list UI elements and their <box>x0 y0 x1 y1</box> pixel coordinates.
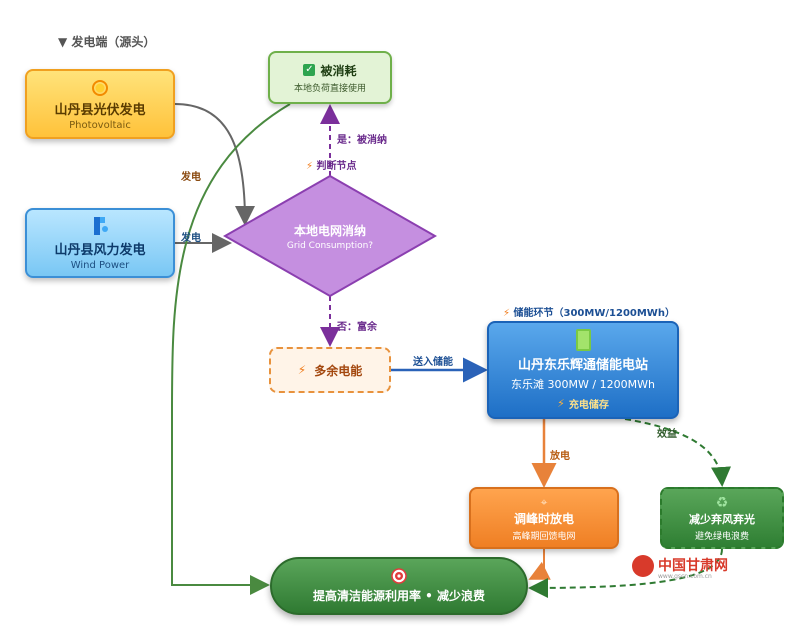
battery-icon <box>575 329 591 351</box>
judge-text: 判断节点 <box>316 161 357 172</box>
decision-node[interactable]: 本地电网消纳 Grid Consumption? <box>255 215 405 257</box>
pv-subtitle: Photovoltaic <box>69 120 131 131</box>
wind-title: 山丹县风力发电 <box>54 243 146 258</box>
discharge-node[interactable]: ⌖ 调峰时放电 高峰期回馈电网 <box>469 487 619 549</box>
discharge-title: 调峰时放电 <box>513 511 574 526</box>
lightning-icon: ⚡ <box>297 363 307 377</box>
storage-section-label: ⚡ 储能环节（300MW/1200MWh） <box>503 304 675 319</box>
decision-title: 本地电网消纳 <box>293 223 366 238</box>
storage-node[interactable]: 山丹东乐辉通储能电站 东乐滩 300MW / 1200MWh ⚡ 充电储存 <box>487 321 679 419</box>
decision-subtitle: Grid Consumption? <box>286 240 374 251</box>
watermark-url: www.gscn.com.cn <box>658 573 712 580</box>
recycle-icon: ♻ <box>715 494 729 511</box>
benefit-label: 效益 <box>657 429 677 440</box>
watermark-text: 中国甘肃网 <box>658 558 728 574</box>
edge-reduce-to-goal <box>528 548 723 598</box>
wind-node[interactable]: 山丹县风力发电 Wind Power <box>25 208 175 278</box>
pv-node[interactable]: 山丹县光伏发电 Photovoltaic <box>25 69 175 139</box>
reduce-node[interactable]: ♻ 减少弃风弃光 避免绿电浪费 <box>660 487 784 549</box>
watermark-logo-icon <box>632 555 654 577</box>
pv-gen-label: 发电 <box>181 172 201 183</box>
target-icon <box>391 568 407 584</box>
storage-subtitle: 东乐滩 300MW / 1200MWh <box>511 378 655 391</box>
storage-note: 充电储存 <box>568 400 609 411</box>
wind-turbine-icon <box>94 217 108 235</box>
no-label: 否：富余 <box>337 322 377 333</box>
wind-subtitle: Wind Power <box>70 260 130 271</box>
lightning-icon: ⚡ <box>503 308 511 319</box>
surplus-node[interactable]: ⚡ 多余电能 <box>269 347 391 393</box>
edge-consumed-to-goal <box>170 103 291 595</box>
judge-label: ⚡ 判断节点 <box>306 157 357 172</box>
storage-title: 山丹东乐辉通储能电站 <box>517 358 648 373</box>
wind-gen-label: 发电 <box>181 233 201 244</box>
edge-discharge-to-goal <box>528 549 551 580</box>
sun-icon <box>92 80 108 96</box>
pv-title: 山丹县光伏发电 <box>54 103 146 118</box>
surplus-title: 多余电能 <box>314 363 363 378</box>
lightning-icon: ⚡ <box>557 397 565 410</box>
consumed-title: 被消耗 <box>320 63 357 78</box>
consumed-node[interactable]: ✓ 被消耗 本地负荷直接使用 <box>268 51 392 104</box>
watermark: 中国甘肃网 www.gscn.com.cn <box>632 553 732 583</box>
discharge-subtitle: 高峰期回馈电网 <box>512 531 576 542</box>
storage-section-text: 储能环节（300MW/1200MWh） <box>513 308 675 319</box>
reduce-title: 减少弃风弃光 <box>689 512 755 526</box>
decision-diamond <box>222 174 438 298</box>
edge-pv-to-decision <box>174 103 255 226</box>
goal-title: 提高清洁能源利用率 • 减少浪费 <box>312 589 486 603</box>
consumed-subtitle: 本地负荷直接使用 <box>293 83 366 94</box>
goal-node[interactable]: 提高清洁能源利用率 • 减少浪费 <box>270 557 528 615</box>
edge-benefit <box>624 418 731 487</box>
to-storage-label: 送入储能 <box>413 357 453 368</box>
reduce-subtitle: 避免绿电浪费 <box>694 531 749 542</box>
section-title: ▼ 发电端（源头） <box>58 35 156 49</box>
satellite-icon: ⌖ <box>540 494 548 509</box>
lightning-icon: ⚡ <box>306 161 314 172</box>
yes-label: 是：被消纳 <box>337 135 387 146</box>
checkbox-icon: ✓ <box>303 64 316 76</box>
discharge-label: 放电 <box>550 451 570 462</box>
